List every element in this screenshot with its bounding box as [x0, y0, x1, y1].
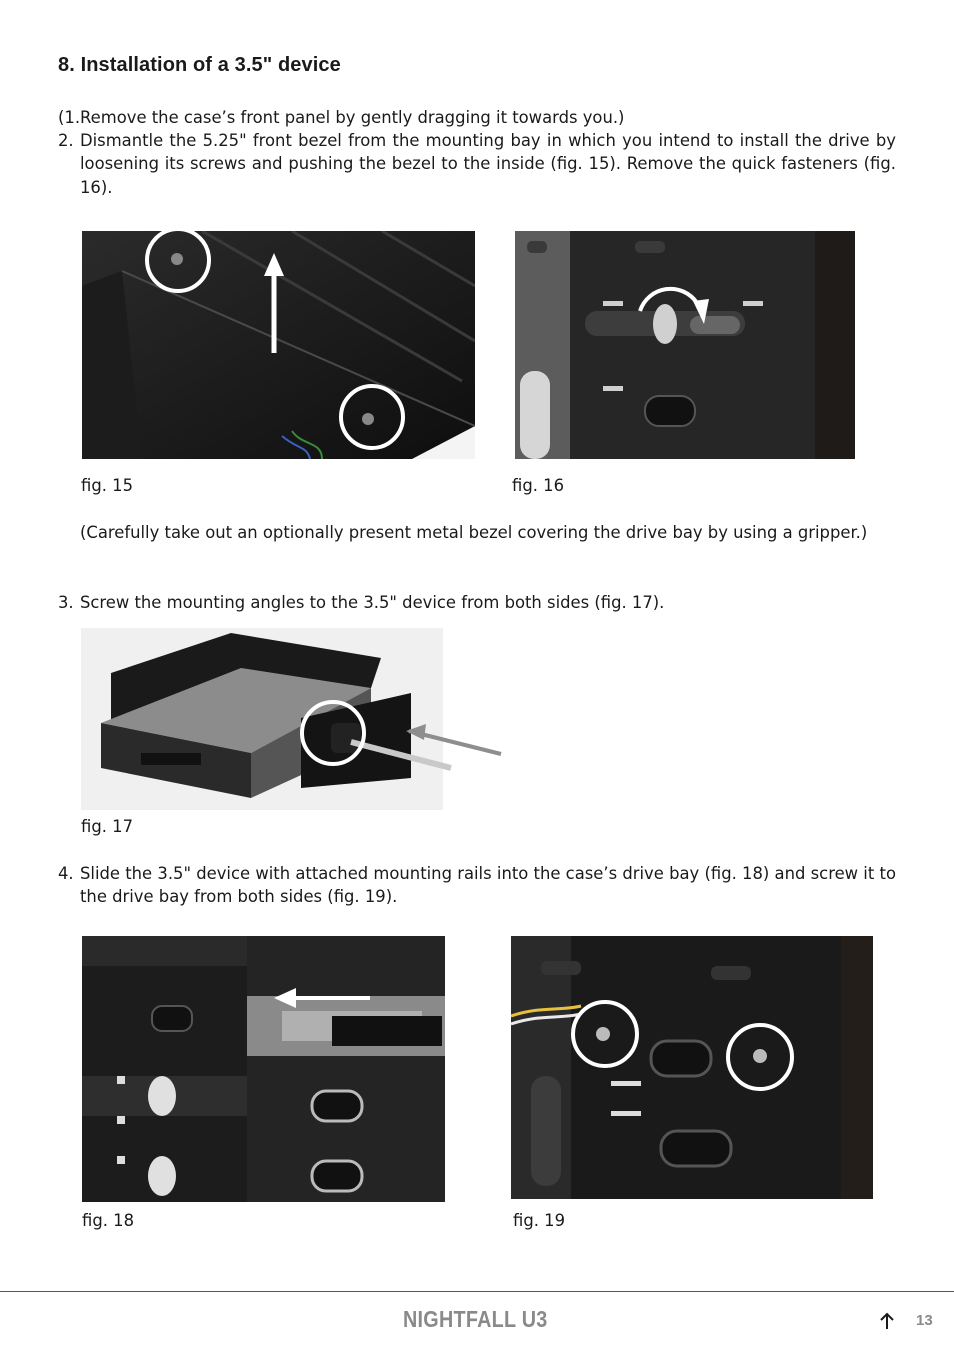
- figure-17-image: [81, 628, 503, 810]
- figure-18-image: [82, 936, 445, 1202]
- step-3-number: 3.: [58, 593, 74, 612]
- figure-19-caption: fig. 19: [513, 1211, 566, 1230]
- figure-17-caption: fig. 17: [81, 817, 134, 836]
- step-1-text: (1.Remove the case’s front panel by gent…: [58, 108, 625, 127]
- section-title: Installation of a 3.5" device: [80, 54, 341, 76]
- footer-divider: [0, 1291, 954, 1292]
- note-text: (Carefully take out an optionally presen…: [80, 523, 868, 542]
- section-heading: 8. Installation of a 3.5" device: [58, 54, 341, 77]
- step-2-text: Dismantle the 5.25" front bezel from the…: [80, 131, 896, 197]
- figure-15-caption: fig. 15: [81, 476, 134, 495]
- footer-product-name: NIGHTFALL U3: [403, 1306, 548, 1332]
- step-3-text: Screw the mounting angles to the 3.5" de…: [80, 593, 665, 612]
- figure-19-image: [511, 936, 873, 1199]
- figure-18-caption: fig. 18: [82, 1211, 135, 1230]
- step-4-number: 4.: [58, 864, 74, 883]
- figure-16-caption: fig. 16: [512, 476, 565, 495]
- step-4-text: Slide the 3.5" device with attached moun…: [80, 864, 896, 907]
- arrow-up-icon[interactable]: [876, 1310, 898, 1332]
- figure-16-image: [515, 231, 855, 459]
- figure-15-image: [82, 231, 475, 459]
- section-number: 8.: [58, 54, 75, 76]
- step-2-number: 2.: [58, 131, 74, 150]
- page-number: 13: [916, 1312, 933, 1329]
